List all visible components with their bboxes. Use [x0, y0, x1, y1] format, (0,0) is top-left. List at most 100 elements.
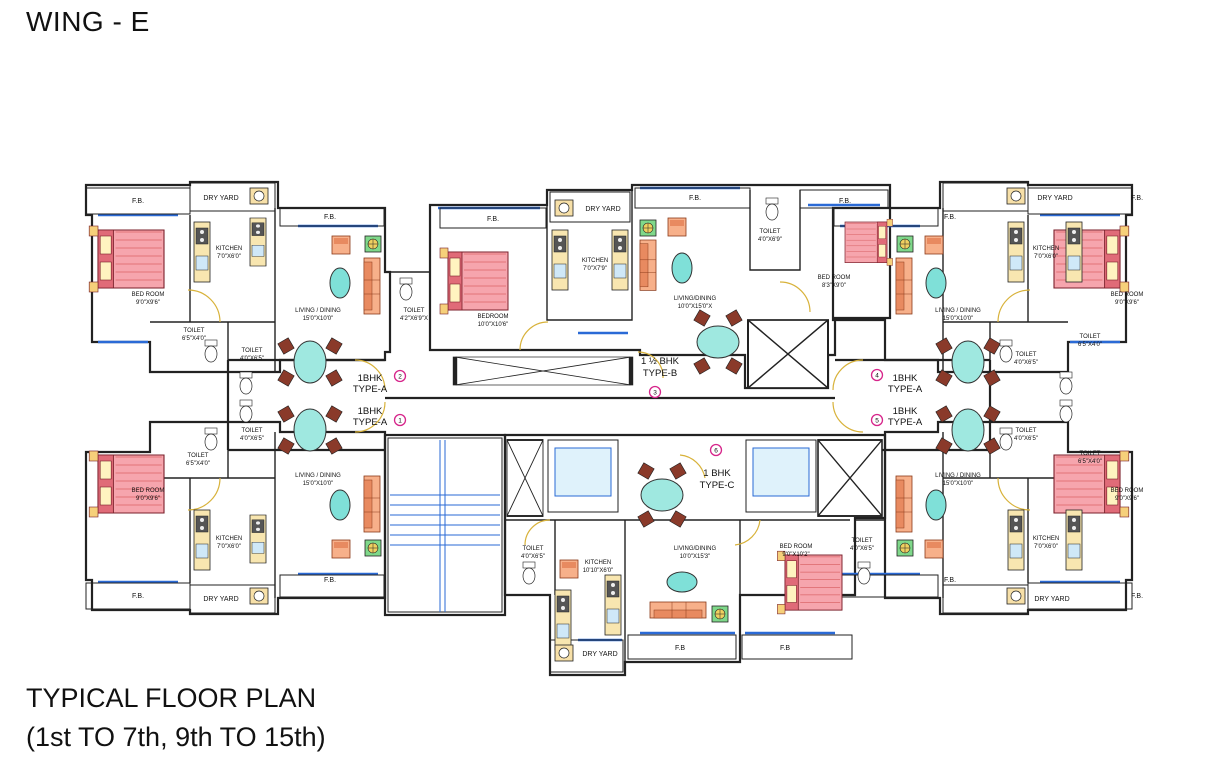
- kitchen-label: KITCHEN: [216, 536, 242, 542]
- svg-text:3: 3: [653, 390, 657, 397]
- dimension-label: 4'0"X6'5": [240, 356, 264, 362]
- fb-label: F.B.: [487, 216, 499, 223]
- svg-text:2: 2: [398, 374, 402, 381]
- bedroom-label: BED ROOM: [818, 275, 851, 281]
- kitchen-label: KITCHEN: [585, 560, 611, 566]
- dimension-label: 6'5"X4'0": [182, 336, 206, 342]
- dimension-label: 4'0"X6'5": [521, 554, 545, 560]
- dimension-label: 15'0"X10'0": [943, 481, 974, 487]
- dry-yard-label: DRY YARD: [585, 206, 620, 213]
- fb-label: F.B.: [324, 214, 336, 221]
- living-furniture: [331, 217, 944, 623]
- coffee-tables: [329, 252, 947, 593]
- living-label: LIVING/DINING: [674, 546, 717, 552]
- unit-type-label: 1BHK: [358, 373, 383, 384]
- plan-caption-floors: (1st TO 7th, 9th TO 15th): [26, 722, 326, 752]
- unit-type-label: TYPE-C: [700, 480, 735, 491]
- unit-type-labels: 1BHK TYPE-A 1BHK TYPE-A 1 ½ BHK TYPE-B 1…: [353, 356, 923, 491]
- living-label: LIVING/DINING: [674, 296, 717, 302]
- toilet-label: TOILET: [242, 348, 263, 354]
- bedroom-label: BED ROOM: [780, 544, 813, 550]
- dimension-label: 4'2"X6'9"X: [400, 316, 428, 322]
- staircase: [390, 440, 500, 612]
- dimension-label: 9'0"X9'6": [136, 496, 160, 502]
- fb-label: F.B.: [1131, 593, 1143, 600]
- dry-yard-label: DRY YARD: [203, 195, 238, 202]
- unit-type-label: TYPE-A: [888, 384, 923, 395]
- dimension-label: 10'0"X10'6": [478, 322, 509, 328]
- dimension-label: 4'0"X6'9": [758, 237, 782, 243]
- flat-markers: 1 2 3 4 5 6: [393, 368, 884, 457]
- dimension-label: 4'0"X6'5": [850, 546, 874, 552]
- toilet-label: TOILET: [188, 453, 209, 459]
- svg-text:1: 1: [398, 418, 402, 425]
- toilet-label: TOILET: [1080, 451, 1101, 457]
- dimension-label: 4'0"X6'5": [1014, 360, 1038, 366]
- door-swings: [187, 281, 1031, 546]
- unit-type-label: TYPE-A: [888, 417, 923, 428]
- dry-yard-label: DRY YARD: [203, 596, 238, 603]
- dimension-label: 4'0"X6'5": [1014, 436, 1038, 442]
- toilet-label: TOILET: [523, 546, 544, 552]
- dimension-label: 7'0"X6'0": [217, 544, 241, 550]
- flat-marker-1: 1: [393, 413, 407, 427]
- dimension-label: 8'3"X9'0": [822, 283, 846, 289]
- dimension-label: 9'0"X9'6": [1115, 496, 1139, 502]
- dimension-label: 6'5"X4'0": [1078, 459, 1102, 465]
- dimension-label: 9'0"X9'6": [1115, 300, 1139, 306]
- dimension-label: 15'0"X10'0": [303, 481, 334, 487]
- kitchen-label: KITCHEN: [582, 258, 608, 264]
- fb-label: F.B.: [944, 214, 956, 221]
- plan-caption-title: TYPICAL FLOOR PLAN: [26, 683, 317, 713]
- unit-type-label: TYPE-A: [353, 417, 388, 428]
- living-label: LIVING / DINING: [295, 308, 341, 314]
- toilet-label: TOILET: [760, 229, 781, 235]
- toilet-label: TOILET: [1080, 334, 1101, 340]
- room-labels: F.B. F.B. F.B. F.B. F.B. F.B. F.B. F.B. …: [132, 195, 1144, 658]
- unit-type-label: 1BHK: [893, 373, 918, 384]
- dimension-label: 7'0"X7'9": [583, 266, 607, 272]
- toilet-label: TOILET: [242, 428, 263, 434]
- fb-label: F.B.: [839, 198, 851, 205]
- dimension-label: 10'0"X15'3": [680, 554, 711, 560]
- bedroom-label: BED ROOM: [1111, 292, 1144, 298]
- fb-label: F.B.: [324, 577, 336, 584]
- dimension-label: 7'0"X6'0": [217, 254, 241, 260]
- kitchen-label: KITCHEN: [1033, 536, 1059, 542]
- fb-label: F.B.: [689, 195, 701, 202]
- unit-type-label: 1 ½ BHK: [641, 356, 680, 367]
- dimension-label: 6'5"X4'0": [186, 461, 210, 467]
- toilet-label: TOILET: [1016, 428, 1037, 434]
- svg-text:6: 6: [714, 448, 718, 455]
- dimension-label: 6'5"X4'0": [1078, 342, 1102, 348]
- dimension-label: 15'0"X10'0": [943, 316, 974, 322]
- flat-marker-2: 2: [393, 369, 407, 383]
- kitchen-label: KITCHEN: [216, 246, 242, 252]
- flat-marker-4: 4: [870, 368, 884, 382]
- toilet-label: TOILET: [404, 308, 425, 314]
- bedroom-label: BEDROOM: [477, 314, 508, 320]
- fb-label: F.B.: [132, 198, 144, 205]
- living-label: LIVING / DINING: [295, 473, 341, 479]
- unit-type-label: 1 BHK: [703, 468, 731, 479]
- fb-label: F.B: [675, 645, 685, 652]
- unit-type-label: TYPE-A: [353, 384, 388, 395]
- fb-label: F.B.: [132, 593, 144, 600]
- living-label: LIVING / DINING: [935, 473, 981, 479]
- bedroom-label: BED ROOM: [132, 488, 165, 494]
- svg-text:5: 5: [875, 418, 879, 425]
- unit-type-label: 1BHK: [893, 406, 918, 417]
- fb-label: F.B.: [1131, 195, 1143, 202]
- unit-type-label: TYPE-B: [643, 368, 677, 379]
- dimension-label: 15'0"X10'0": [303, 316, 334, 322]
- flat-marker-3: 3: [648, 385, 662, 399]
- dimension-label: 10'0"X15'0"X: [678, 304, 713, 310]
- flat-marker-5: 5: [870, 413, 884, 427]
- dimension-label: 9'0"X9'6": [136, 300, 160, 306]
- toilet-label: TOILET: [184, 328, 205, 334]
- unit-type-label: 1BHK: [358, 406, 383, 417]
- flat-marker-6: 6: [709, 443, 723, 457]
- toilet-label: TOILET: [852, 538, 873, 544]
- living-label: LIVING / DINING: [935, 308, 981, 314]
